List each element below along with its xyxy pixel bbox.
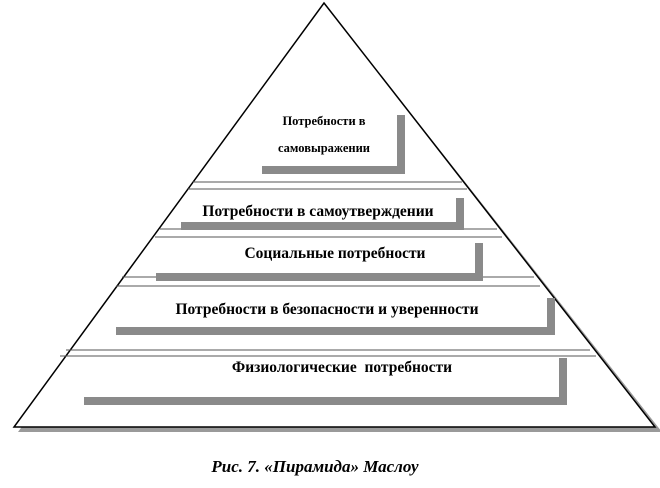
level-shadow-bracket <box>181 198 464 230</box>
level-esteem: Потребности в самоутверждении <box>181 198 464 230</box>
pyramid-outline <box>12 1 657 428</box>
level-label: Потребности в самоутверждении <box>202 203 433 220</box>
figure-caption: Рис. 7. «Пирамида» Маслоу <box>211 457 419 476</box>
level-social: Социальные потребности <box>156 243 483 281</box>
level-shadow-bracket <box>262 115 405 174</box>
level-shadow-bracket <box>84 358 567 405</box>
level-physiological: Физиологические потребности <box>84 358 567 405</box>
level-self-actualization: Потребности в самовыражении <box>262 114 405 174</box>
level-safety: Потребности в безопасности и уверенности <box>116 298 555 335</box>
level-label: самовыражении <box>278 141 370 155</box>
level-shadow-bracket <box>156 243 483 281</box>
level-shadow-bracket <box>116 298 555 335</box>
level-label: Физиологические потребности <box>232 359 452 376</box>
level-label: Социальные потребности <box>244 245 425 262</box>
level-label: Потребности в <box>282 114 365 128</box>
level-label: Потребности в безопасности и уверенности <box>175 301 478 318</box>
